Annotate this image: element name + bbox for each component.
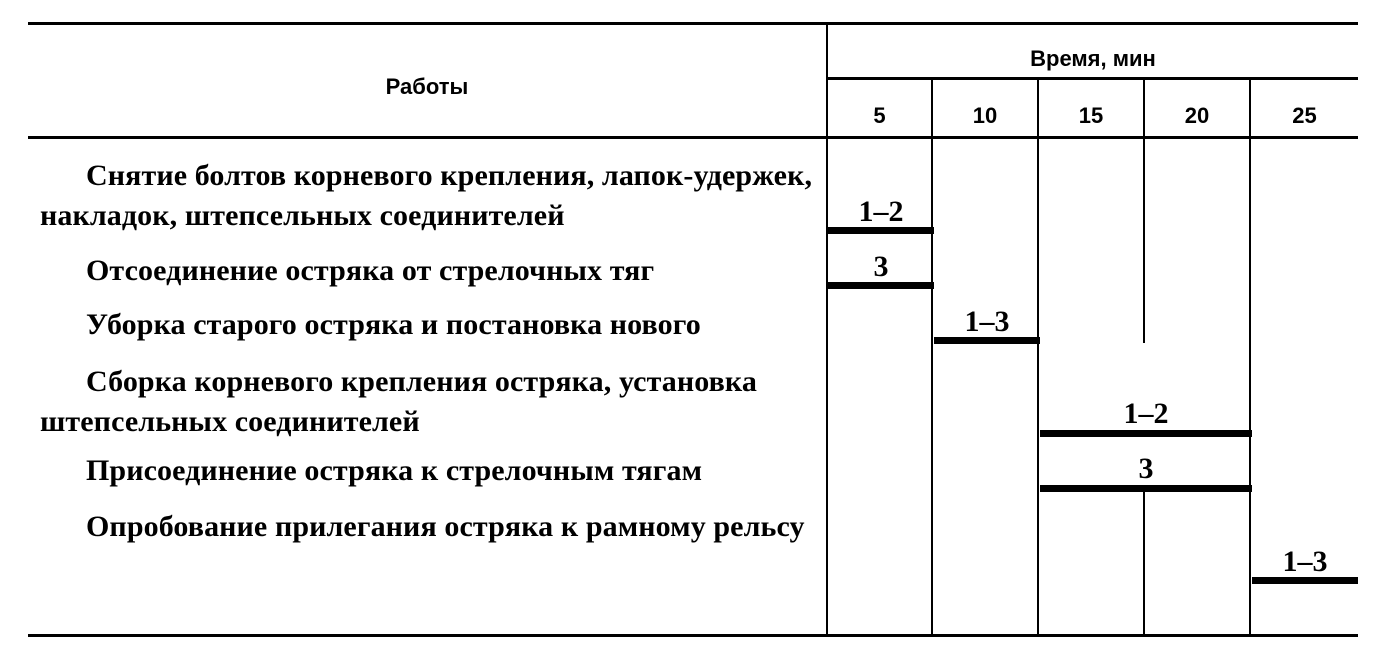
task-text-1: Снятие болтов корневого крепления, лапок…	[40, 159, 813, 232]
task-bar-3	[934, 337, 1040, 344]
column-divider-20-upper	[1143, 77, 1145, 343]
column-divider-10	[931, 77, 933, 635]
crew-label-5: 3	[1138, 452, 1154, 485]
column-header-15: 15	[1078, 103, 1104, 128]
works-column-divider	[826, 22, 828, 636]
crew-label-3: 1–3	[964, 305, 1010, 338]
task-text-6: Опробование прилегания остряка к рамному…	[86, 510, 805, 543]
column-header-20: 20	[1184, 103, 1210, 128]
column-divider-15	[1037, 77, 1039, 635]
header-bottom-rule	[28, 136, 1358, 139]
crew-label-6: 1–3	[1282, 545, 1328, 578]
task-text-2: Отсоединение остряка от стрелочных тяг	[86, 254, 655, 287]
crew-label-2: 3	[873, 250, 889, 283]
time-header-rule	[827, 77, 1358, 80]
task-bar-1	[828, 227, 934, 234]
task-bar-5	[1040, 485, 1252, 492]
task-bar-2	[828, 282, 934, 289]
crew-label-4: 1–2	[1123, 397, 1169, 430]
crew-label-1: 1–2	[858, 195, 904, 228]
column-header-25: 25	[1292, 103, 1317, 128]
table-bottom-rule	[28, 634, 1358, 637]
task-text-4: Сборка корневого крепления остряка, уста…	[40, 365, 757, 438]
task-text-5: Присоединение остряка к стрелочным тягам	[86, 454, 703, 487]
works-header: Работы	[385, 74, 469, 99]
time-header: Время, мин	[1030, 46, 1156, 71]
table-top-rule	[28, 22, 1358, 25]
column-divider-25	[1249, 77, 1251, 635]
column-divider-20-lower	[1143, 490, 1145, 635]
column-header-5: 5	[873, 103, 886, 128]
task-bar-6	[1252, 577, 1358, 584]
task-text-3: Уборка старого остряка и постановка ново…	[86, 308, 701, 341]
task-bar-4	[1040, 430, 1252, 437]
column-header-10: 10	[972, 103, 998, 128]
